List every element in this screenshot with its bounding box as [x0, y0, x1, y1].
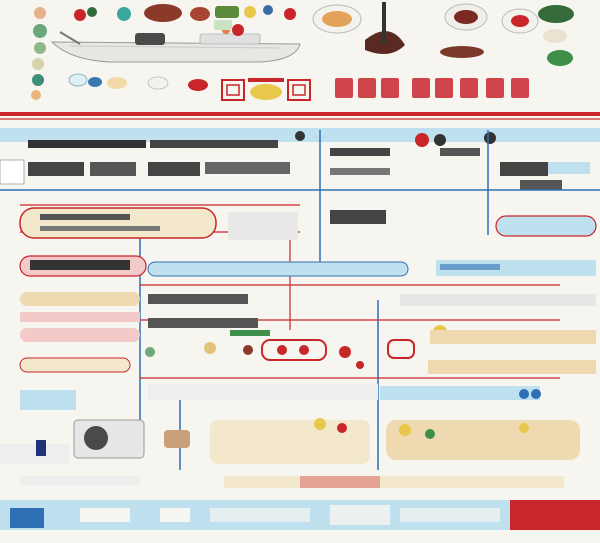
title-emblems: [221, 78, 311, 101]
top-illustration-band: [31, 2, 574, 101]
utensil-icon: [382, 2, 386, 44]
food-item-icon: [34, 42, 46, 54]
pot-icon: [164, 430, 190, 448]
dish-icon: [190, 7, 210, 21]
food-item-icon: [34, 7, 46, 19]
dish-icon: [188, 79, 208, 91]
food-item-icon: [547, 50, 573, 66]
header-divider: [0, 112, 600, 120]
row-6: [0, 418, 580, 464]
food-item-icon: [415, 133, 429, 147]
dish-icon: [88, 77, 102, 87]
bowl-food: [511, 15, 529, 27]
row-5: [20, 384, 541, 410]
food-item-icon: [263, 5, 273, 15]
dishes-top-row: [144, 2, 574, 66]
row-7: [20, 476, 564, 488]
food-item-icon: [32, 58, 44, 70]
food-item-icon: [538, 5, 574, 23]
food-item-icon: [31, 90, 41, 100]
food-item-icon: [87, 7, 97, 17]
food-item-icon: [33, 24, 47, 38]
pot-icon: [434, 134, 446, 146]
pot-icon: [295, 131, 305, 141]
dishes-bottom-row: [68, 73, 208, 91]
food-item-icon: [440, 46, 484, 58]
bottom-strip: [0, 500, 600, 530]
title-glyphs: [335, 78, 529, 98]
bottle-icon: [36, 440, 46, 456]
flow-lines: [0, 130, 600, 470]
food-item-icon: [215, 6, 239, 18]
food-item-icon: [284, 8, 296, 20]
food-item-icon: [244, 6, 256, 18]
food-item-icon: [117, 7, 131, 21]
dish-icon: [68, 73, 88, 87]
boat-icon: [50, 20, 301, 63]
food-item-icon: [543, 29, 567, 43]
row-3: [19, 255, 596, 277]
food-item-icon: [74, 9, 86, 21]
pot-icon: [84, 426, 108, 450]
row-4: [20, 292, 596, 342]
dish-icon: [147, 76, 169, 90]
bowl-food: [454, 10, 478, 24]
bowl-food: [322, 11, 352, 27]
dish-icon: [144, 4, 182, 22]
pan-icon: [484, 132, 496, 144]
food-items-left: [31, 7, 131, 100]
dish-icon: [107, 77, 127, 89]
ingredient-cluster: [19, 325, 596, 374]
row-1: [0, 128, 600, 190]
row-2: [19, 207, 597, 240]
food-item-icon: [32, 74, 44, 86]
